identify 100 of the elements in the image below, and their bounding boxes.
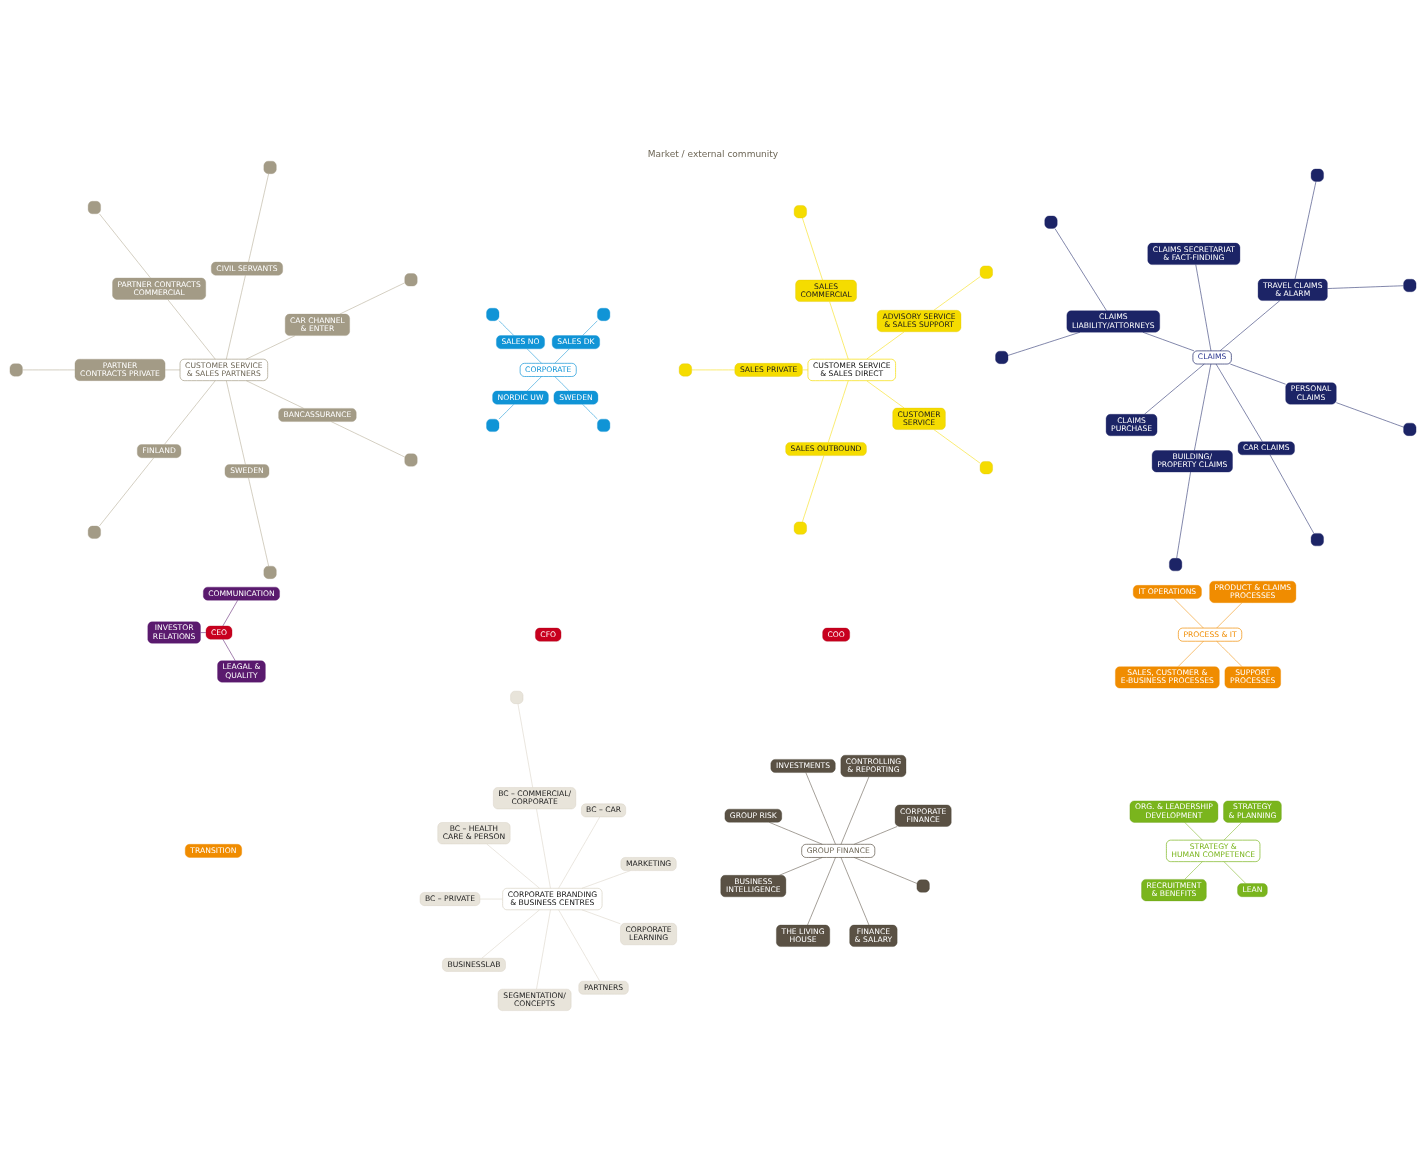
connector bbox=[582, 403, 598, 419]
connector bbox=[1294, 180, 1317, 279]
node-box bbox=[793, 204, 807, 218]
connector bbox=[99, 213, 151, 278]
connector bbox=[558, 909, 600, 981]
connector bbox=[554, 375, 570, 391]
connector bbox=[866, 380, 905, 408]
connector bbox=[1142, 331, 1195, 351]
connector bbox=[222, 599, 238, 626]
connector bbox=[1177, 640, 1204, 667]
node-box bbox=[1403, 422, 1417, 436]
connector bbox=[1216, 601, 1243, 628]
diagram-title: Market / external community bbox=[647, 148, 779, 159]
node-box bbox=[916, 879, 930, 892]
node-box bbox=[679, 363, 692, 376]
node-box bbox=[404, 272, 418, 286]
connector bbox=[1184, 860, 1203, 880]
connector bbox=[248, 173, 269, 262]
connector bbox=[517, 702, 533, 788]
connector bbox=[840, 776, 870, 844]
connector bbox=[554, 348, 570, 363]
connector bbox=[246, 334, 296, 359]
connector bbox=[486, 843, 540, 889]
connector bbox=[853, 825, 898, 845]
node-box bbox=[1310, 532, 1324, 546]
connector bbox=[802, 217, 823, 280]
connector bbox=[1215, 363, 1263, 442]
node-box bbox=[1310, 168, 1324, 182]
connector bbox=[1219, 299, 1281, 351]
connector bbox=[1054, 227, 1107, 311]
connector bbox=[164, 369, 181, 370]
node-box bbox=[486, 307, 500, 321]
node-box bbox=[404, 453, 418, 466]
connector bbox=[691, 369, 735, 370]
connector bbox=[1173, 597, 1204, 628]
connector bbox=[1327, 284, 1404, 289]
connector bbox=[1216, 640, 1243, 667]
node-box bbox=[1169, 557, 1183, 571]
node-box bbox=[9, 363, 23, 376]
node-box bbox=[87, 525, 101, 539]
connector bbox=[866, 331, 905, 359]
connector bbox=[853, 856, 918, 884]
connector bbox=[536, 909, 551, 989]
connector bbox=[581, 909, 621, 924]
connector bbox=[581, 869, 631, 889]
node-box bbox=[1044, 215, 1058, 229]
connector bbox=[200, 631, 207, 633]
node-box bbox=[979, 265, 993, 279]
node-box bbox=[263, 565, 277, 579]
connector bbox=[498, 320, 515, 336]
connector bbox=[246, 379, 305, 409]
connector bbox=[802, 369, 809, 370]
connector bbox=[829, 300, 849, 359]
connector bbox=[805, 771, 836, 844]
connector bbox=[526, 348, 542, 363]
connector bbox=[582, 320, 598, 336]
connector bbox=[840, 856, 870, 925]
connector bbox=[558, 816, 600, 889]
connector bbox=[536, 808, 551, 889]
connector bbox=[768, 821, 823, 845]
node-box bbox=[87, 200, 101, 214]
connector bbox=[827, 379, 849, 443]
connector bbox=[330, 420, 405, 457]
connector bbox=[1176, 471, 1191, 559]
node-box bbox=[1403, 278, 1417, 292]
connector bbox=[1194, 363, 1212, 451]
connector bbox=[933, 428, 981, 463]
connector bbox=[1269, 454, 1315, 534]
connector bbox=[1336, 401, 1404, 427]
connector bbox=[1007, 331, 1081, 356]
connector bbox=[164, 379, 216, 445]
connector bbox=[1144, 363, 1205, 414]
connector bbox=[339, 282, 405, 314]
connector bbox=[226, 274, 246, 359]
connector bbox=[1223, 821, 1242, 840]
connector bbox=[167, 298, 216, 359]
node-box bbox=[793, 521, 807, 535]
connector bbox=[99, 457, 155, 526]
connector bbox=[481, 909, 540, 959]
node-box bbox=[510, 690, 524, 704]
connector bbox=[807, 856, 836, 925]
connector bbox=[226, 379, 246, 465]
connector bbox=[1184, 821, 1203, 840]
connector bbox=[1223, 860, 1247, 884]
node-box bbox=[597, 307, 611, 321]
connector bbox=[526, 375, 542, 391]
node-box bbox=[995, 350, 1009, 364]
connector bbox=[1195, 263, 1212, 351]
node-box bbox=[263, 160, 277, 174]
connector bbox=[248, 476, 269, 566]
connector bbox=[1230, 363, 1286, 384]
node-box bbox=[597, 418, 611, 432]
connector bbox=[779, 856, 823, 876]
connector bbox=[933, 275, 981, 310]
connector bbox=[498, 403, 515, 419]
node-box bbox=[979, 460, 993, 474]
connector bbox=[222, 638, 236, 661]
connector bbox=[802, 454, 825, 522]
node-box bbox=[486, 418, 500, 432]
connector bbox=[22, 369, 76, 370]
